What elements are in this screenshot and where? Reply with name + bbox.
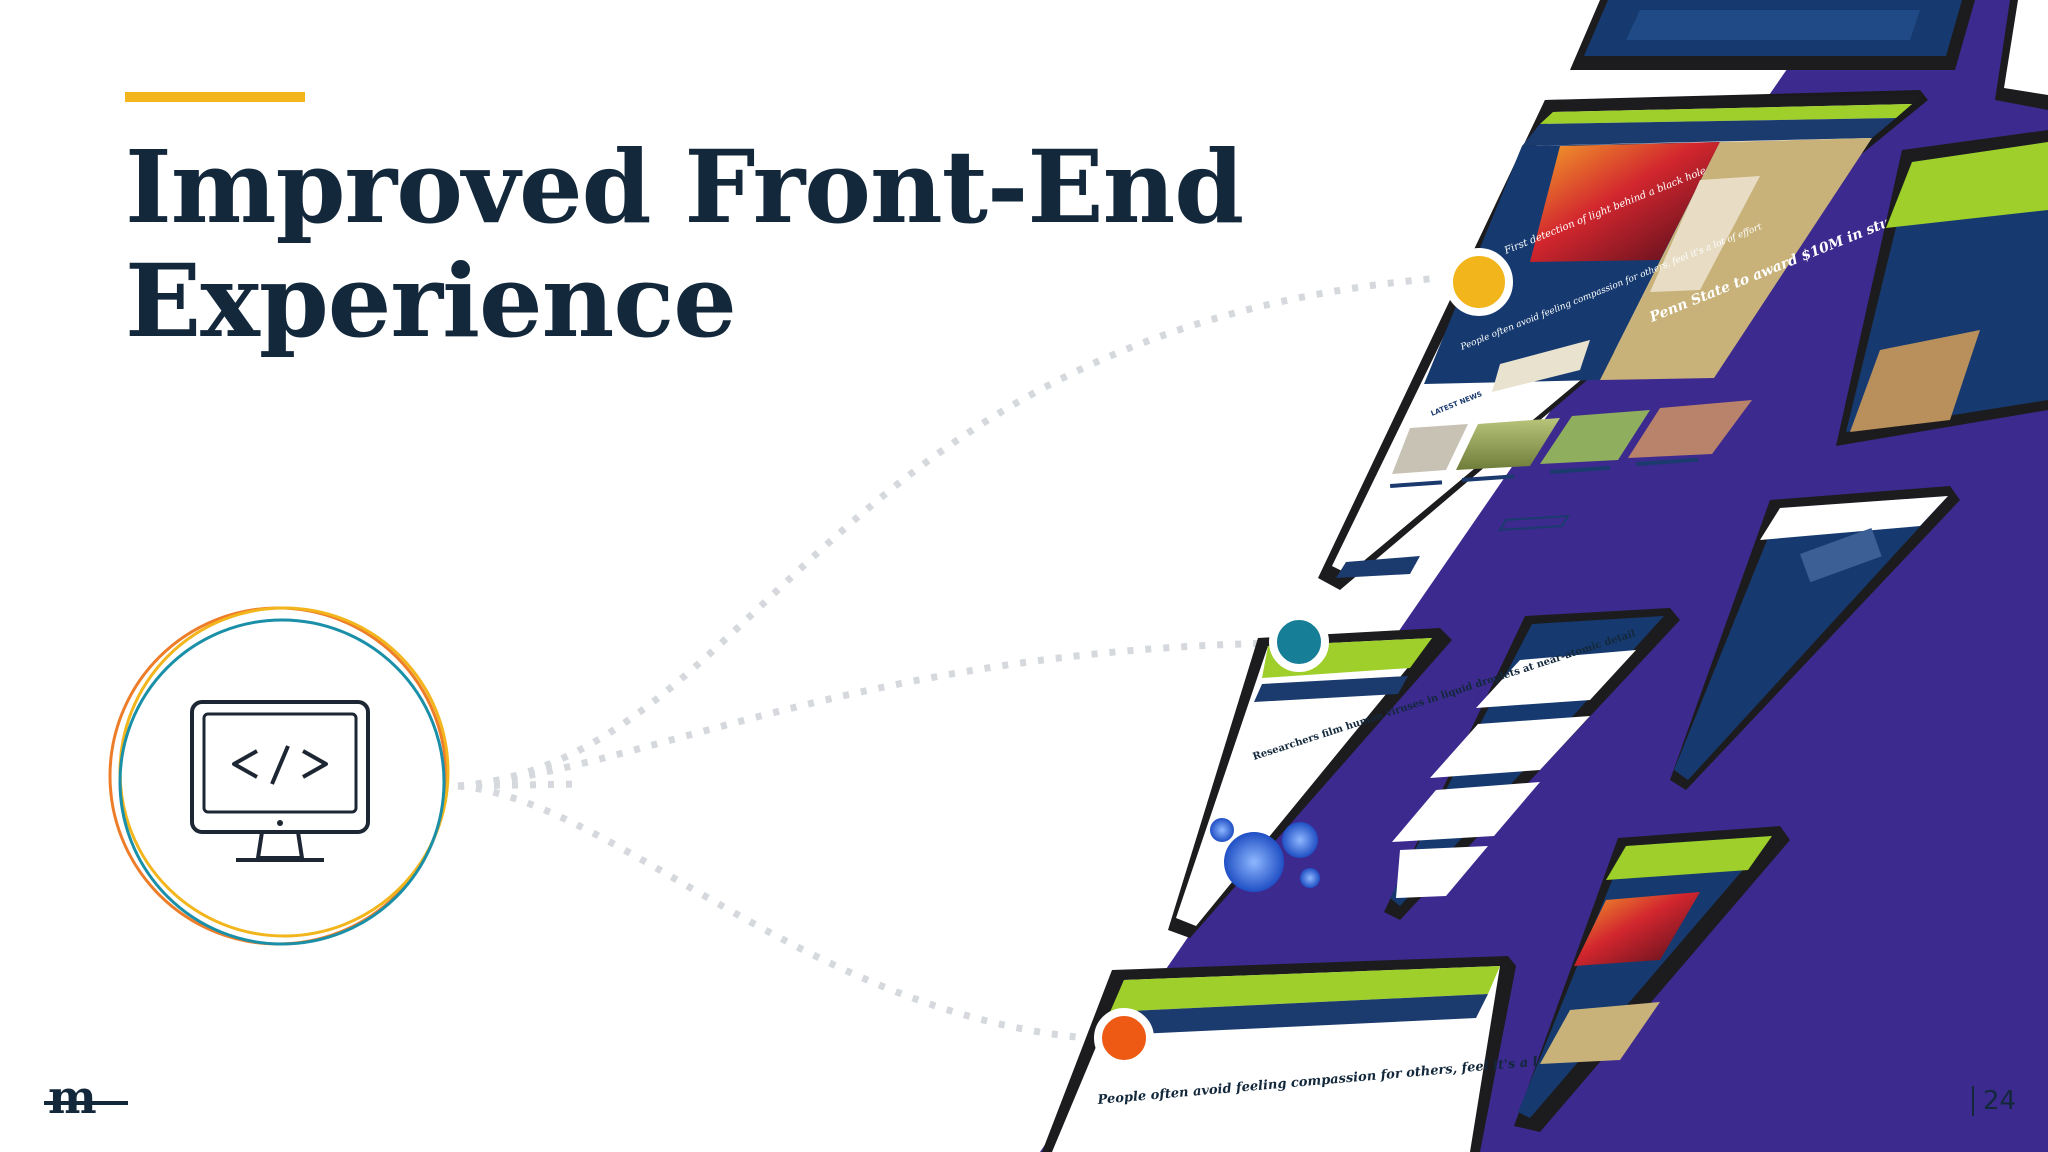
slide-title: Improved Front-End Experience [125,128,1244,360]
phone-right-upper [1836,130,2048,446]
virus-image [1210,818,1320,892]
phone-top-right-partial [1995,0,2048,110]
connector-stem [457,780,581,790]
callout-dot-yellow [1445,248,1513,316]
phone-bottom-right [1514,826,1790,1132]
page-number-divider [1972,1086,1974,1116]
connector-to-phones [457,639,1281,790]
company-logo: m [48,1070,97,1124]
phone-middle [1384,608,1680,920]
code-monitor-icon-graphic [108,606,450,946]
slide-title-line-2: Experience [125,242,737,360]
tablet-top-partial [1570,0,1975,70]
company-logo-strike [44,1101,128,1105]
code-monitor-icon [100,596,460,956]
page-number: 24 [1983,1086,2017,1116]
slide-title-line-1: Improved Front-End [125,128,1244,246]
title-accent-bar [125,92,305,102]
purple-band [1040,0,2048,1152]
connector-to-tablet-bottom [457,782,1121,1044]
callout-dot-teal [1269,612,1329,672]
callout-dot-orange [1094,1008,1154,1068]
connector-to-tablet-top [457,274,1441,790]
phone-left: Researchers film human viruses in liquid… [1168,628,1637,938]
phone-center-right [1670,486,1960,790]
